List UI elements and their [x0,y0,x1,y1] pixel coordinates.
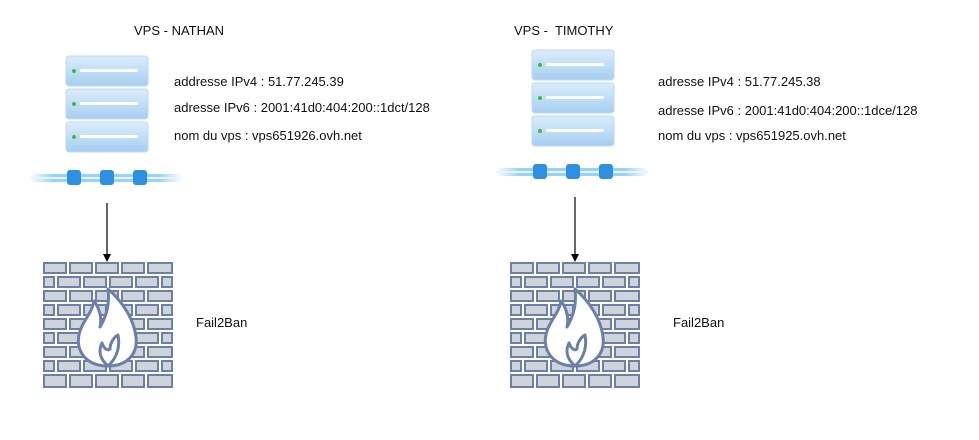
vps-hostname: nom du vps : vps651925.ovh.net [658,128,846,143]
ipv4-address: adresse IPv4 : 51.77.245.38 [658,74,821,89]
ipv6-address: adresse IPv6 : 2001:41d0:404:200::1dct/1… [174,100,430,115]
firewall-label: Fail2Ban [196,315,248,330]
vps-title: VPS - NATHAN [134,23,225,38]
network-switch-icon [496,164,648,179]
firewall-icon [510,262,640,389]
vps-title: VPS - TIMOTHY [514,23,614,38]
ipv4-address: addresse IPv4 : 51.77.245.39 [174,74,344,89]
ipv6-address: adresse IPv6 : 2001:41d0:404:200::1dce/1… [658,103,918,118]
vps-hostname: nom du vps : vps651926.ovh.net [174,128,362,143]
firewall-icon [43,262,173,389]
server-icon [531,49,615,147]
server-icon [65,55,149,153]
network-switch-icon [30,170,182,185]
firewall-label: Fail2Ban [673,315,725,330]
